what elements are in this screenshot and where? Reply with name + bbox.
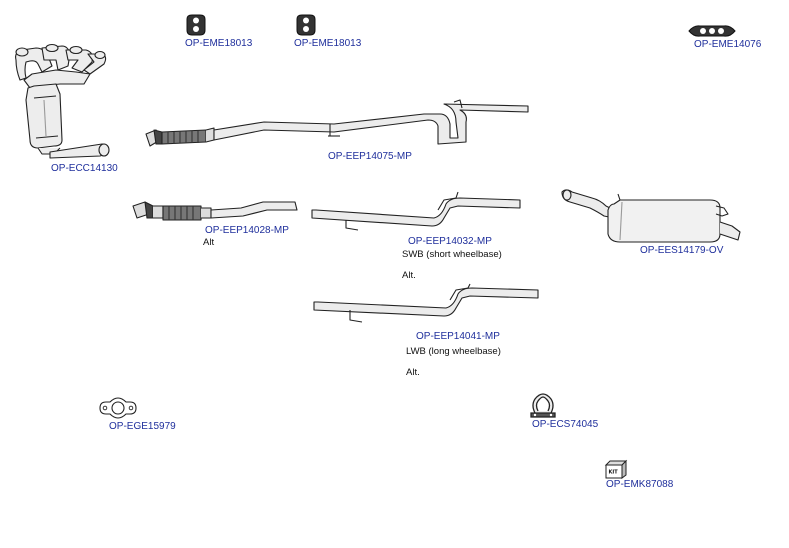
flex-pipe-icon[interactable] [131, 196, 301, 228]
part-code-centre-pipe-lwb[interactable]: OP-EEP14041-MP [416, 331, 500, 342]
lwb-note: LWB (long wheelbase) [406, 346, 501, 357]
clamp-icon[interactable] [529, 393, 557, 419]
triple-hole-hanger-icon[interactable] [688, 24, 736, 38]
alt-note: Alt [203, 237, 215, 248]
front-pipe-icon[interactable] [144, 99, 534, 152]
part-code-kit[interactable]: OP-EMK87088 [606, 479, 674, 490]
part-code-clamp[interactable]: OP-ECS74045 [532, 419, 599, 430]
swb-note: SWB (short wheelbase) [402, 249, 502, 260]
part-code-front-pipe[interactable]: OP-EEP14075-MP [328, 151, 412, 162]
alt-note: Alt. [402, 270, 416, 281]
part-code-rear-silencer[interactable]: OP-EES14179-OV [640, 245, 724, 256]
part-code-catalytic-converter[interactable]: OP-ECC14130 [51, 163, 118, 174]
alt-note: Alt. [406, 367, 420, 378]
rear-silencer-icon[interactable] [560, 186, 742, 246]
gasket-icon[interactable] [98, 397, 138, 419]
centre-pipe-icon[interactable] [310, 190, 530, 236]
part-code-hanger-c[interactable]: OP-EME14076 [694, 39, 762, 50]
part-code-hanger-a[interactable]: OP-EME18013 [185, 38, 253, 49]
part-code-hanger-b[interactable]: OP-EME18013 [294, 38, 362, 49]
rubber-hanger-icon[interactable] [184, 14, 208, 36]
centre-pipe-icon[interactable] [312, 283, 542, 330]
rubber-hanger-icon[interactable] [294, 14, 318, 36]
fitting-kit-icon[interactable]: KIT [604, 459, 628, 479]
part-code-gasket[interactable]: OP-EGE15979 [109, 421, 176, 432]
part-code-centre-pipe-swb[interactable]: OP-EEP14032-MP [408, 236, 492, 247]
kit-label: KIT [609, 470, 619, 476]
part-code-flex-pipe[interactable]: OP-EEP14028-MP [205, 225, 289, 236]
catalytic-converter-manifold-icon[interactable] [10, 43, 110, 164]
